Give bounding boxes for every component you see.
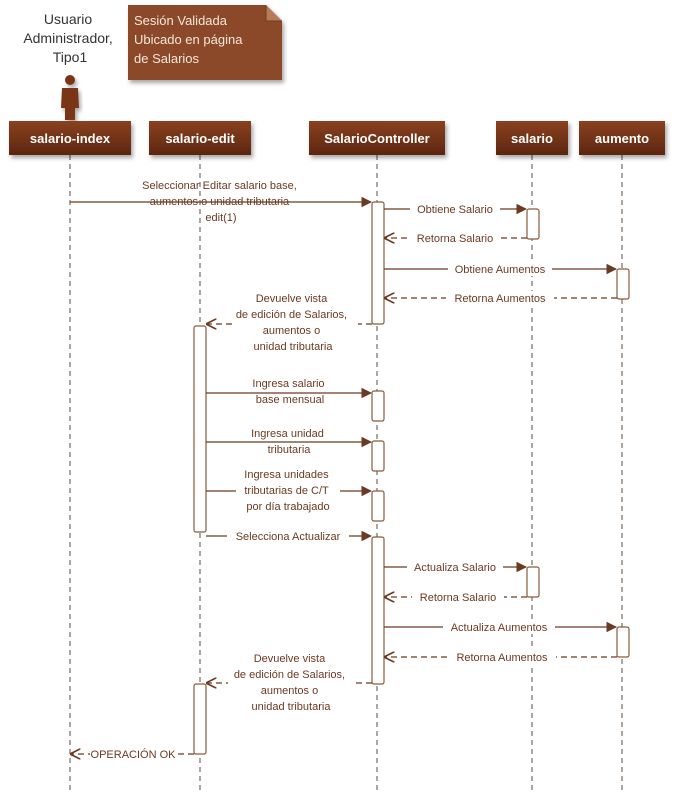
header-aumento: aumento <box>579 121 665 155</box>
activation-salario-2 <box>526 566 540 598</box>
label-actualiza-aumentos: Actualiza Aumentos <box>451 622 548 634</box>
header-salario-edit: salario-edit <box>149 121 251 155</box>
label-devuelve-vista-1: Devuelve vista de edición de Salarios, a… <box>236 293 350 353</box>
label-bg <box>232 315 358 329</box>
header-label: aumento <box>595 131 649 146</box>
label-bg <box>443 620 555 634</box>
label-bg <box>410 202 500 216</box>
label-retorna-aumentos: Retorna Aumentos <box>454 293 546 305</box>
header-salario: salario <box>496 121 568 155</box>
activation-controller-5 <box>371 536 385 685</box>
label-bg <box>412 590 504 604</box>
activation-aumento-1 <box>616 268 630 300</box>
label-obtiene-aumentos: Obtiene Aumentos <box>455 264 546 276</box>
activation-controller-3 <box>371 440 385 472</box>
header-label: salario-edit <box>165 131 235 146</box>
label-bg <box>448 650 556 664</box>
label-retorna-salario: Retorna Salario <box>417 233 493 245</box>
label-ingresa-unidad: Ingresa unidad tributaria <box>251 428 327 456</box>
activation-controller-1 <box>371 201 385 325</box>
activation-controller-2 <box>371 390 385 422</box>
activation-controller-4 <box>371 490 385 522</box>
label-bg <box>448 262 552 276</box>
label-editar: Seleccionar Editar salario base, aumento… <box>142 180 300 224</box>
activation-edit-1 <box>193 325 207 533</box>
header-label: salario-index <box>30 131 111 146</box>
header-salario-index: salario-index <box>9 121 131 155</box>
label-bg <box>227 529 349 543</box>
label-operacion-ok: OPERACIÓN OK <box>91 748 177 761</box>
label-ingresa-unidades: Ingresa unidades tributarias de C/T por … <box>244 469 331 513</box>
header-salario-controller: SalarioController <box>309 121 445 155</box>
label-bg <box>250 394 330 406</box>
note-text: Sesión Validada Ubicado en página de Sal… <box>134 13 246 66</box>
label-ingresa-salario: Ingresa salario base mensual <box>252 378 327 406</box>
label-bg <box>90 747 176 761</box>
label-bg <box>407 560 503 574</box>
label-bg <box>236 485 340 497</box>
note <box>128 5 282 80</box>
label-bg <box>410 231 500 245</box>
label-actualiza-salario: Actualiza Salario <box>414 562 496 574</box>
person-icon <box>61 75 79 120</box>
activation-salario-1 <box>526 208 540 240</box>
actor-label: Usuario Administrador, Tipo1 <box>23 11 116 65</box>
label-retorna-aumentos-2: Retorna Aumentos <box>456 652 548 664</box>
label-bg <box>446 291 554 305</box>
activation-edit-2 <box>193 683 207 755</box>
header-label: salario <box>511 131 553 146</box>
label-selecciona-actualizar: Selecciona Actualizar <box>236 531 341 543</box>
label-bg <box>246 427 332 439</box>
label-devuelve-vista-2: Devuelve vista de edición de Salarios, a… <box>234 653 348 713</box>
label-obtiene-salario: Obtiene Salario <box>417 204 493 216</box>
header-label: SalarioController <box>324 131 429 146</box>
label-bg <box>248 377 332 389</box>
label-retorna-salario-2: Retorna Salario <box>420 592 496 604</box>
label-bg <box>228 674 354 688</box>
activation-aumento-2 <box>616 626 630 658</box>
